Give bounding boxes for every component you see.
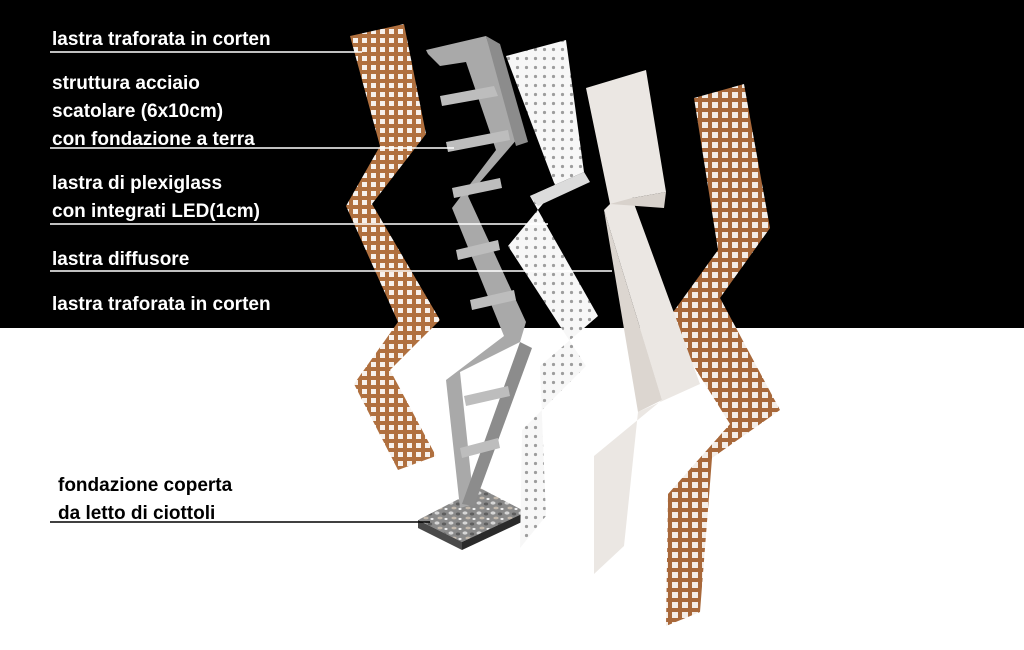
label-steel-frame-line1: struttura acciaio	[52, 73, 200, 94]
plexiglass-sheet	[506, 40, 598, 548]
diffuser-sheet	[586, 70, 700, 574]
label-plexiglass-line2: con integrati LED(1cm)	[52, 201, 260, 222]
label-diffuser: lastra diffusore	[52, 249, 190, 270]
pebble-foundation	[418, 488, 526, 550]
label-plexiglass: lastra di plexiglass con integrati LED(1…	[52, 170, 260, 226]
steel-frame	[426, 36, 532, 508]
label-plexiglass-line1: lastra di plexiglass	[52, 173, 223, 194]
label-foundation: fondazione coperta da letto di ciottoli	[58, 472, 232, 528]
label-steel-frame: struttura acciaio scatolare (6x10cm) con…	[52, 70, 255, 154]
label-foundation-line2: da letto di ciottoli	[58, 503, 216, 524]
label-corten-front: lastra traforata in corten	[52, 29, 271, 50]
leader-lines	[50, 51, 612, 523]
corten-sheet-back	[666, 84, 780, 626]
label-steel-frame-line2: scatolare (6x10cm)	[52, 101, 224, 122]
label-steel-frame-line3: con fondazione a terra	[52, 129, 255, 150]
corten-sheet-front	[346, 24, 440, 470]
label-corten-back: lastra traforata in corten	[52, 294, 271, 315]
label-foundation-line1: fondazione coperta	[58, 475, 233, 496]
